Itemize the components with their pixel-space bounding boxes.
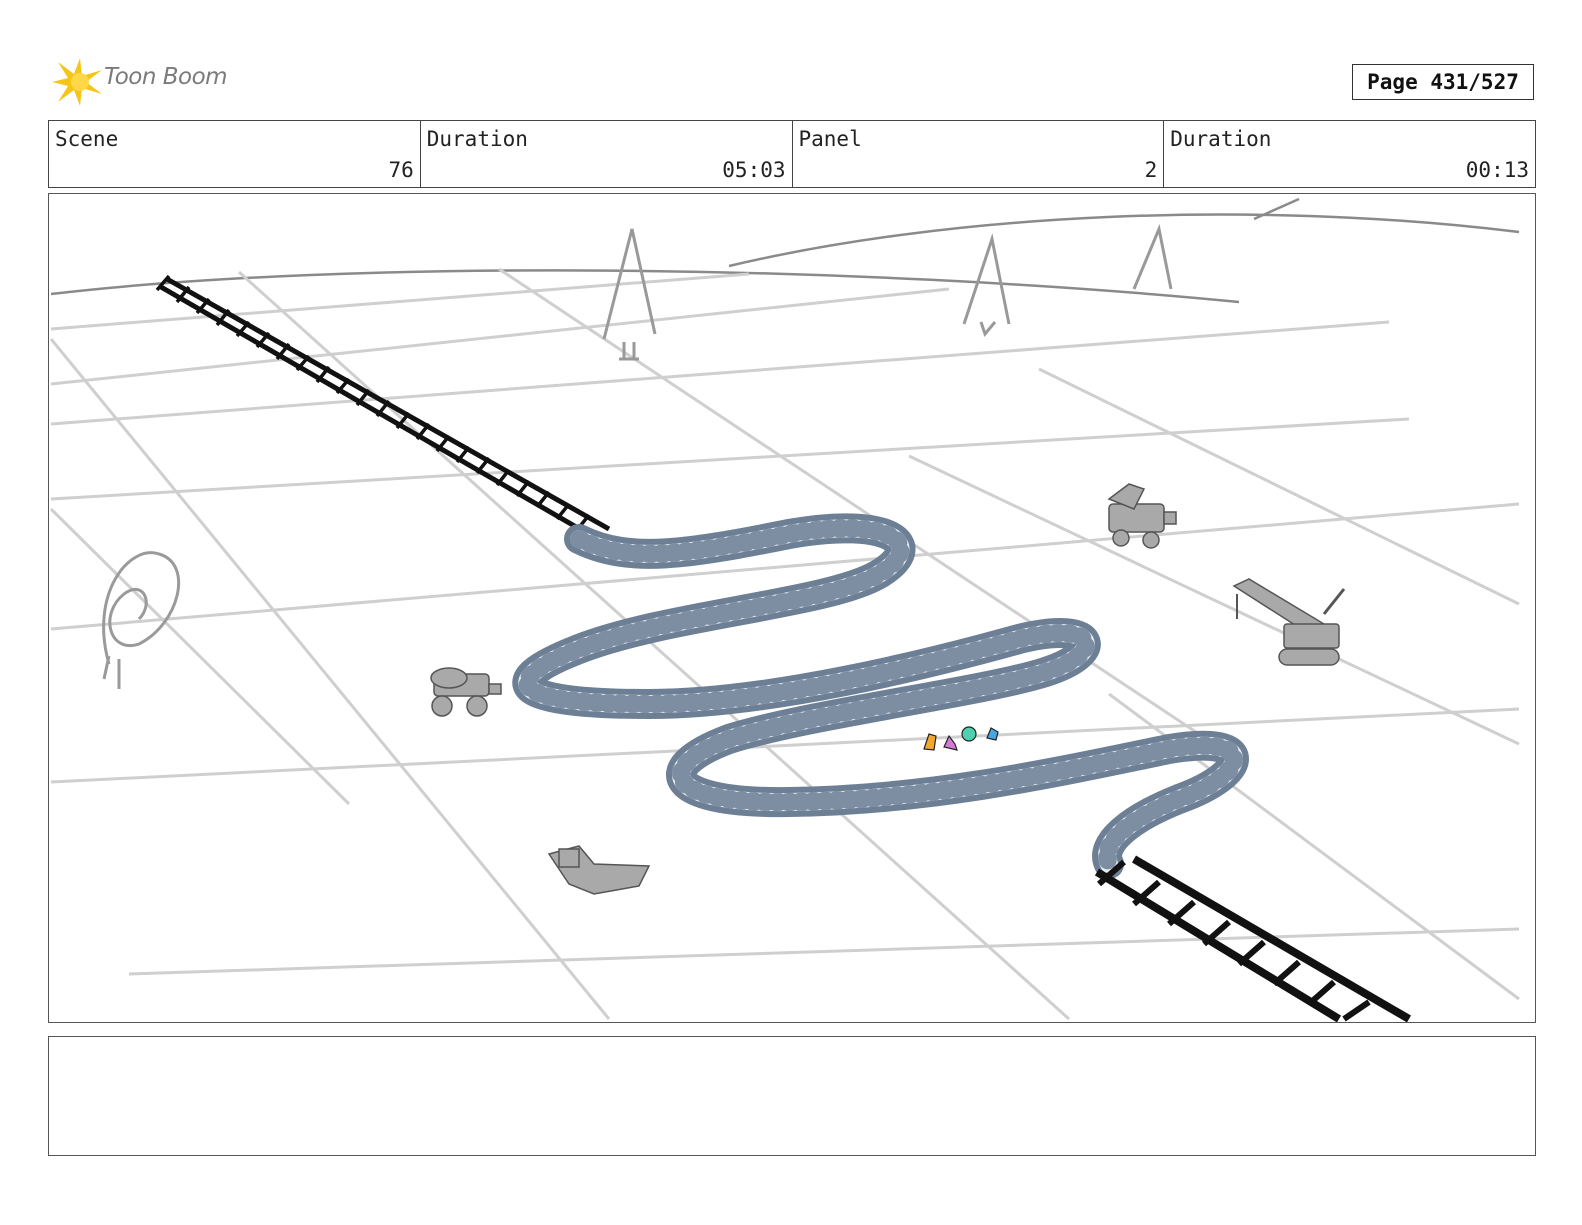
panel-duration-value: 00:13 xyxy=(1465,158,1529,182)
dark-track-bottom xyxy=(1094,855,1412,1022)
vehicle-bulldozer xyxy=(547,845,651,895)
panel-cell: Panel 2 xyxy=(793,121,1165,187)
horizon-lines xyxy=(50,197,1520,304)
panel-notes-box xyxy=(48,1036,1536,1156)
scene-value: 76 xyxy=(388,158,414,182)
panel-value: 2 xyxy=(1144,158,1158,182)
page-number: Page 431/527 xyxy=(1352,64,1534,100)
ground-grid xyxy=(49,267,1520,1021)
vehicle-excavator xyxy=(1107,483,1177,549)
panel-duration-cell: Duration 00:13 xyxy=(1164,121,1535,187)
scene-label: Scene xyxy=(55,127,119,151)
tree-sketches xyxy=(602,223,1173,361)
vehicle-wheel-loader xyxy=(430,667,502,717)
toon-boom-logo: Toon Boom xyxy=(50,56,250,108)
characters xyxy=(923,726,999,751)
storyboard-sketch xyxy=(49,197,1520,1022)
vehicle-crane xyxy=(1232,578,1346,666)
brand-name: Toon Boom xyxy=(104,64,228,90)
panel-duration-label: Duration xyxy=(1170,127,1272,151)
star-burst-icon xyxy=(52,58,102,106)
scene-duration-label: Duration xyxy=(426,127,528,151)
scene-duration-cell: Duration 05:03 xyxy=(421,121,793,187)
storyboard-panel-image xyxy=(48,193,1536,1023)
dark-track-top xyxy=(155,274,611,542)
panel-label: Panel xyxy=(798,127,862,151)
panel-info-table: Scene 76 Duration 05:03 Panel 2 Duration… xyxy=(48,120,1536,188)
winding-track xyxy=(512,513,1249,879)
swirl-sketch xyxy=(102,551,181,689)
scene-duration-value: 05:03 xyxy=(722,158,786,182)
scene-cell: Scene 76 xyxy=(49,121,421,187)
